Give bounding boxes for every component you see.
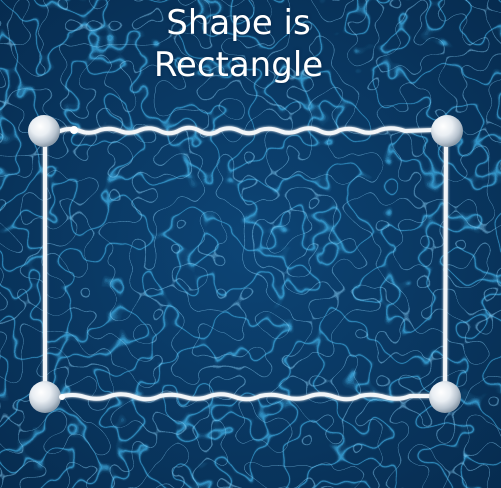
shape-status-line-2: Rectangle	[153, 45, 324, 85]
sphere-node-icon[interactable]	[28, 115, 60, 147]
rope-edge-bottom	[58, 392, 432, 402]
shape-status-line-1: Shape is	[166, 3, 311, 43]
sphere-node-icon[interactable]	[29, 381, 61, 413]
rope-edge-right	[443, 138, 448, 390]
sphere-node-icon[interactable]	[431, 115, 463, 147]
sphere-node-icon[interactable]	[429, 381, 461, 413]
rope-knot	[70, 126, 78, 134]
rope-knot	[59, 394, 65, 400]
shape-status-title: Shape is Rectangle	[0, 2, 477, 86]
rope-edge-top	[58, 125, 434, 136]
